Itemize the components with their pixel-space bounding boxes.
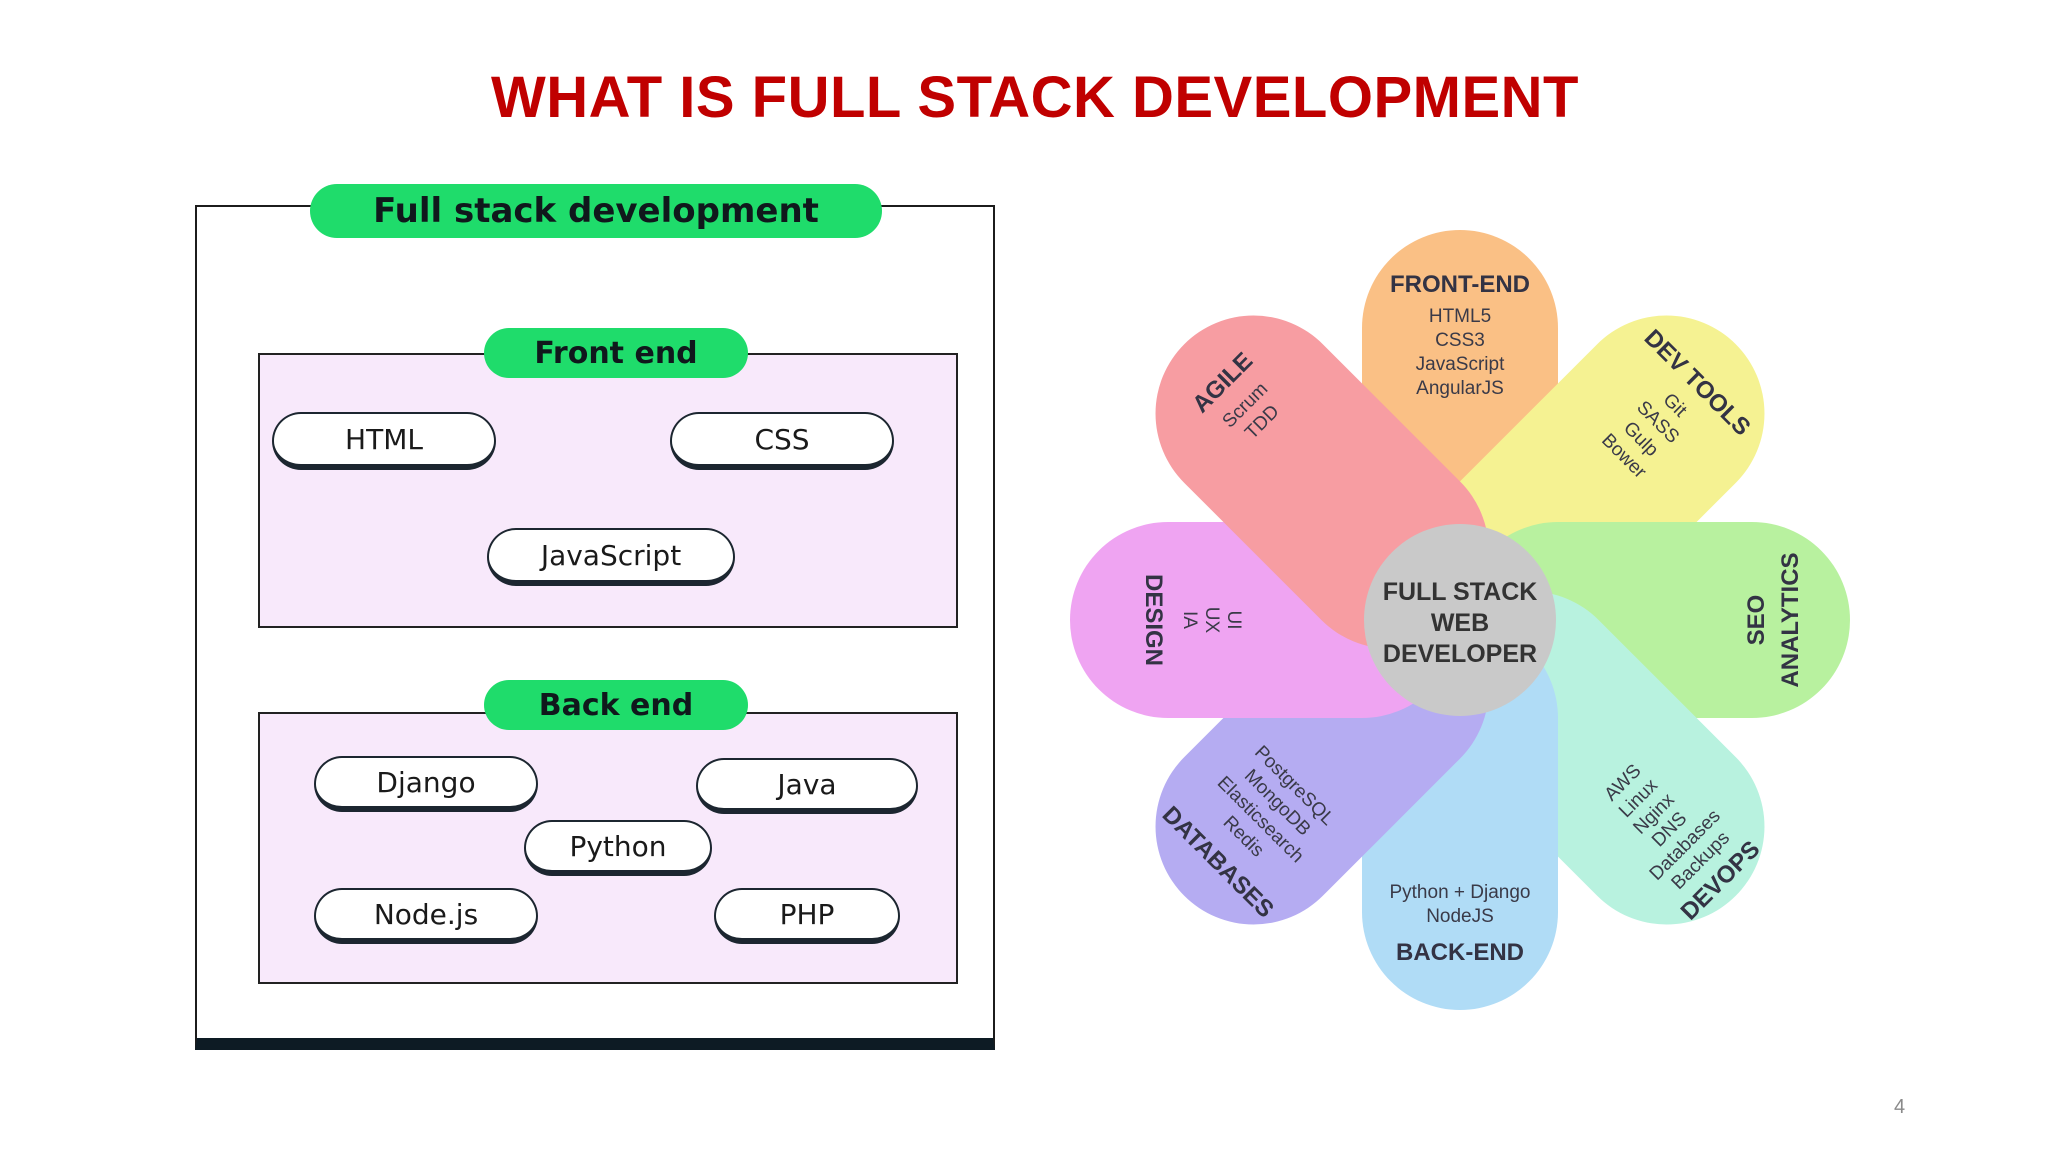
design-title: DESIGN (1140, 574, 1167, 666)
front-end-label: Front end (484, 328, 748, 378)
slide-title: WHAT IS FULL STACK DEVELOPMENT (491, 65, 1579, 130)
php-chip: PHP (714, 888, 900, 944)
front-end-item: CSS3 (1435, 330, 1485, 351)
center-line-1: FULL STACK (1383, 578, 1538, 606)
design-item: UX (1201, 607, 1222, 634)
design-item: UI (1223, 611, 1244, 630)
front-end-item: JavaScript (1416, 354, 1505, 375)
front-end-item: AngularJS (1416, 378, 1504, 399)
seo-title: SEO (1743, 595, 1770, 646)
javascript-chip: JavaScript (487, 528, 735, 586)
django-chip: Django (314, 756, 538, 812)
python-chip: Python (524, 820, 712, 876)
center-line-3: DEVELOPER (1383, 640, 1537, 668)
back-end-item: Python + Django (1389, 882, 1530, 903)
back-end-label: Back end (484, 680, 748, 730)
design-item: IA (1179, 611, 1200, 629)
front-end-title: FRONT-END (1390, 271, 1530, 298)
back-end-item: NodeJS (1426, 906, 1494, 927)
front-end-box (258, 353, 958, 628)
nodejs-chip: Node.js (314, 888, 538, 944)
css-chip: CSS (670, 412, 894, 470)
front-end-item: HTML5 (1429, 306, 1491, 327)
full-stack-flower-diagram: FULL STACK WEB DEVELOPER FRONT-END HTML5… (1070, 230, 1850, 1010)
page-number: 4 (1894, 1096, 1906, 1118)
java-chip: Java (696, 758, 918, 814)
full-stack-label: Full stack development (310, 184, 882, 238)
seo-item: ANALYTICS (1777, 552, 1804, 687)
center-line-2: WEB (1431, 609, 1489, 637)
center-circle (1364, 524, 1556, 716)
html-chip: HTML (272, 412, 496, 470)
back-end-title: BACK-END (1396, 939, 1524, 966)
